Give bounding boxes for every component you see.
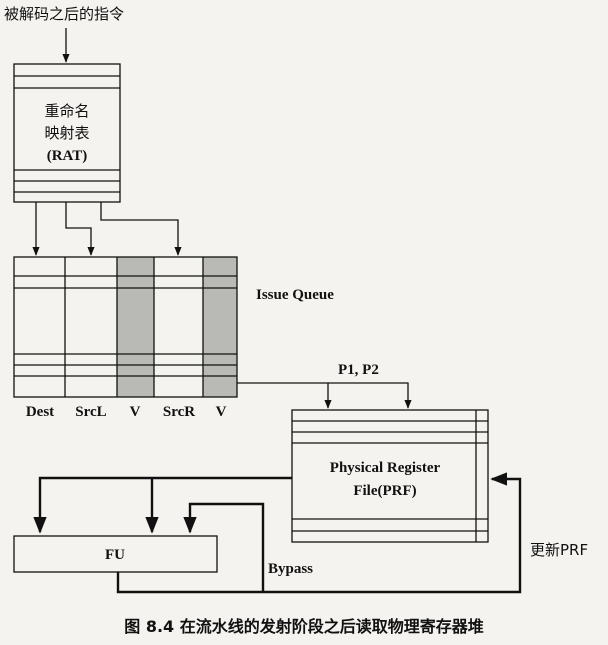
column-label-srcr: SrcR <box>163 404 195 420</box>
physical-register-file: Physical Register File(PRF) <box>291 409 489 543</box>
rat-table: 重命名 映射表 (RAT) <box>13 63 121 203</box>
rat-to-srcr-arrow <box>100 202 182 256</box>
rat-label-line1: 重命名 <box>44 102 89 120</box>
writeback-to-prf-arrow <box>116 472 522 594</box>
column-label-v-right: V <box>216 404 227 420</box>
column-label-v-left: V <box>130 404 141 420</box>
issue-to-prf-p1-arrow <box>237 382 332 409</box>
rat-label-line2: 映射表 <box>44 124 89 142</box>
issue-queue-table <box>13 256 238 398</box>
decoded-instruction-label: 被解码之后的指令 <box>4 5 124 23</box>
fu-unit <box>13 535 218 573</box>
issue-to-prf-p2-arrow <box>328 382 412 409</box>
figure-caption: 图 8.4 在流水线的发射阶段之后读取物理寄存器堆 <box>124 617 484 636</box>
issue-queue-title: Issue Queue <box>256 287 334 303</box>
prf-read-to-fu-left-arrow <box>33 476 292 534</box>
rat-to-srcl-arrow <box>65 202 95 256</box>
update-prf-label: 更新PRF <box>530 541 588 559</box>
bypass-label: Bypass <box>268 561 313 577</box>
fu-label: FU <box>105 547 125 563</box>
bypass-arrow <box>183 502 265 592</box>
column-label-dest: Dest <box>26 404 54 420</box>
prf-label-line1: Physical Register <box>330 460 441 476</box>
rat-label-line3: (RAT) <box>47 148 88 164</box>
prf-label-line2: File(PRF) <box>353 483 416 499</box>
prf-ports-label: P1, P2 <box>338 362 379 378</box>
column-label-srcl: SrcL <box>75 404 106 420</box>
